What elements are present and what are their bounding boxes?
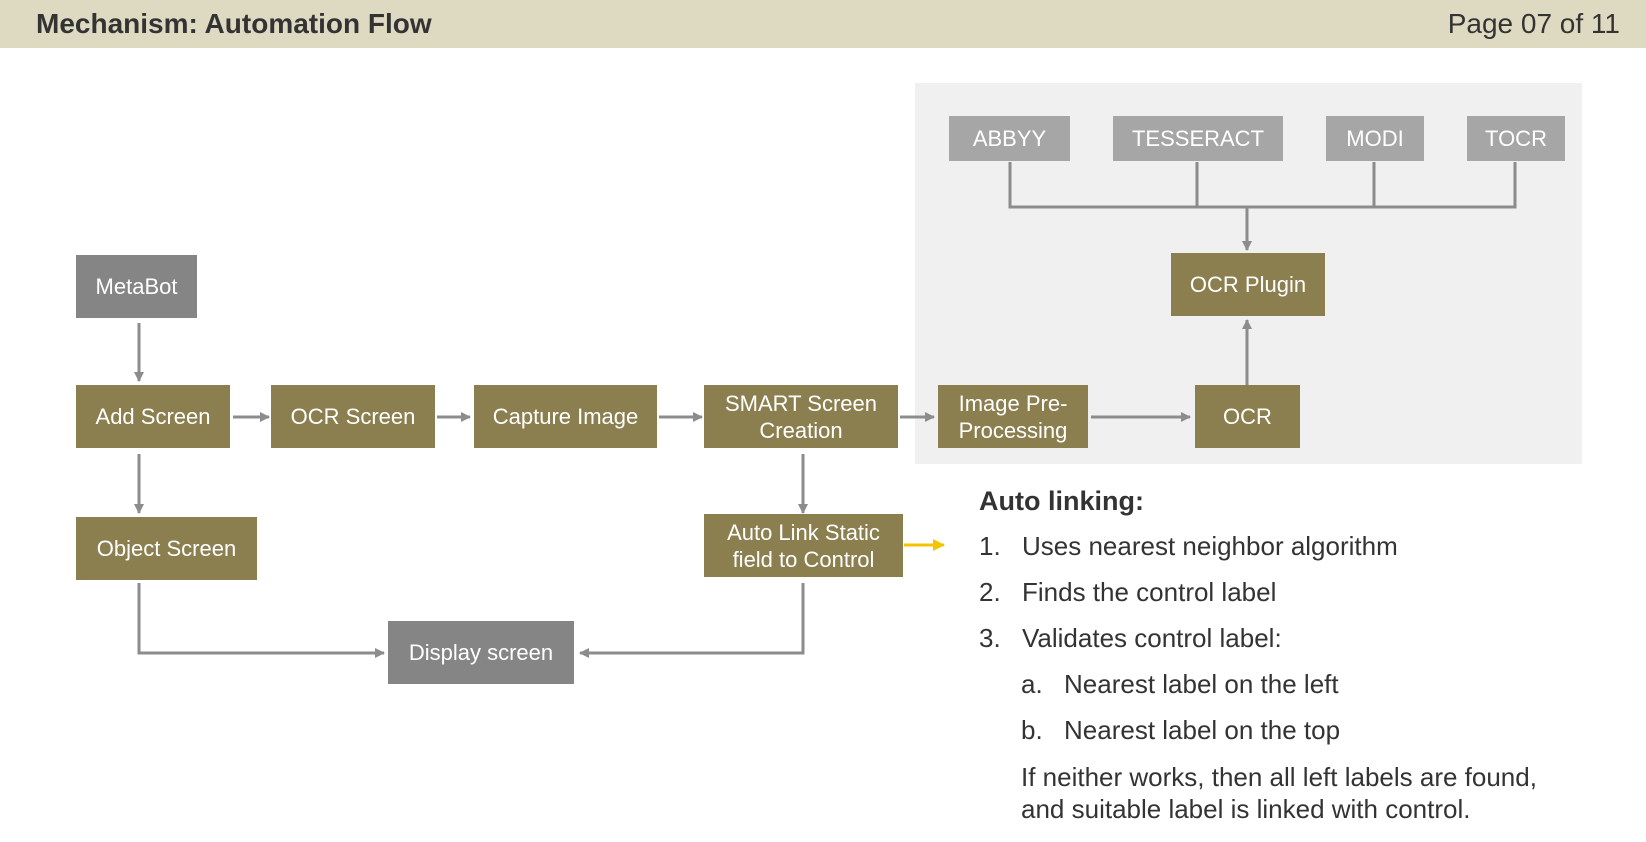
auto-link-box: Auto Link Static field to Control — [704, 514, 903, 577]
ocr-plugin-box: OCR Plugin — [1171, 253, 1325, 316]
notes-paragraph: If neither works, then all left labels a… — [1021, 762, 1537, 824]
engine-tesseract: TESSERACT — [1113, 116, 1283, 161]
list-number: 3. — [979, 623, 1001, 653]
engine-modi: MODI — [1326, 116, 1424, 161]
list-item: 3. Validates control label: — [979, 623, 1619, 669]
object-screen-box: Object Screen — [76, 517, 257, 580]
add-screen-box: Add Screen — [76, 385, 230, 448]
engine-abbyy: ABBYY — [949, 116, 1070, 161]
sub-list-item: b. Nearest label on the top — [979, 715, 1619, 761]
arrow-object-to-display — [137, 583, 385, 658]
list-text: Finds the control label — [1022, 577, 1277, 607]
engine-bus-line — [1008, 162, 1517, 209]
sub-list-text: Nearest label on the top — [1064, 715, 1341, 745]
list-number: 2. — [979, 577, 1001, 607]
list-item: 1. Uses nearest neighbor algorithm — [979, 531, 1619, 577]
sub-list-text: Nearest label on the left — [1064, 669, 1339, 699]
smart-screen-creation-box: SMART Screen Creation — [704, 385, 898, 448]
engine-tocr: TOCR — [1467, 116, 1565, 161]
list-item: 2. Finds the control label — [979, 577, 1619, 623]
auto-linking-notes: Auto linking: 1. Uses nearest neighbor a… — [979, 486, 1619, 825]
page-title: Mechanism: Automation Flow — [36, 8, 432, 39]
page-number: Page 07 of 11 — [1447, 8, 1620, 39]
notes-heading: Auto linking: — [979, 486, 1144, 516]
sub-list-item: a. Nearest label on the left — [979, 669, 1619, 715]
list-text: Uses nearest neighbor algorithm — [1022, 531, 1398, 561]
display-screen-box: Display screen — [388, 621, 574, 684]
sub-list-letter: b. — [1021, 715, 1043, 745]
metabot-box: MetaBot — [76, 255, 197, 318]
list-number: 1. — [979, 531, 1001, 561]
ocr-box: OCR — [1195, 385, 1300, 448]
sub-list-letter: a. — [1021, 669, 1043, 699]
arrow-autolink-to-display — [579, 583, 805, 658]
list-text: Validates control label: — [1022, 623, 1282, 653]
image-preprocessing-box: Image Pre-Processing — [938, 385, 1088, 448]
header-bar: Mechanism: Automation Flow Page 07 of 11 — [0, 0, 1646, 48]
ocr-screen-box: OCR Screen — [271, 385, 435, 448]
capture-image-box: Capture Image — [474, 385, 657, 448]
